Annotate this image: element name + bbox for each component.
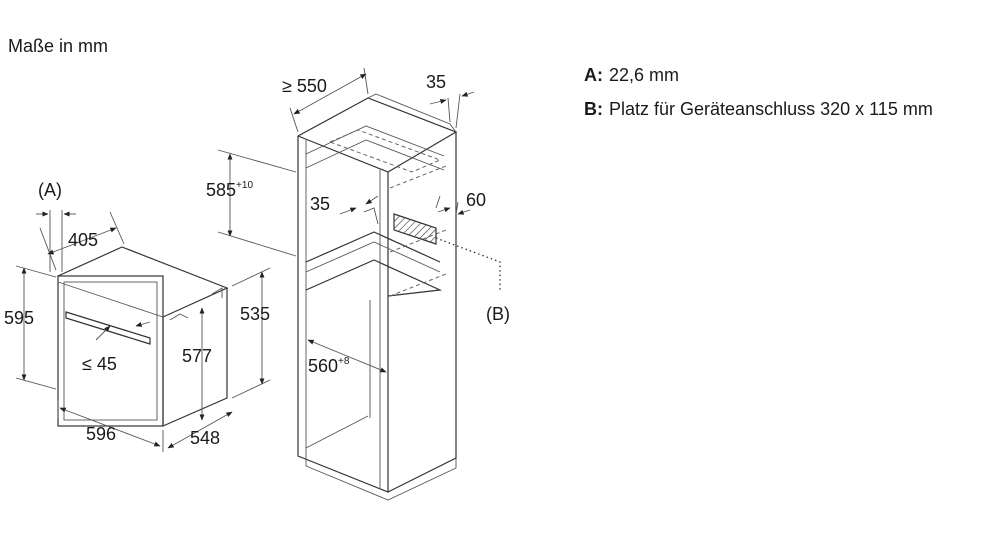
dim-585-tolerance: +10: [236, 180, 253, 191]
cabinet-top: [297, 97, 458, 173]
legend-item-a: A: 22,6 mm: [584, 64, 964, 86]
dim-60: 60: [466, 190, 486, 210]
cabinet-front-left: [297, 135, 389, 493]
oven-front: [57, 275, 164, 427]
dim-548: 548: [190, 428, 220, 448]
oven-door: [63, 281, 158, 421]
dim-585: 585+10: [206, 180, 253, 200]
dim-550: ≥ 550: [282, 76, 327, 96]
cabinet-drawing: [297, 93, 458, 501]
legend-item-b: B: Platz für Geräteanschluss 320 x 115 m…: [584, 98, 964, 120]
dim-596: 596: [86, 424, 116, 444]
dim-handle-45: ≤ 45: [82, 354, 117, 374]
legend-text-a: 22,6 mm: [609, 65, 680, 85]
dim-535: 535: [240, 304, 270, 324]
dim-595: 595: [4, 308, 34, 328]
label-b: (B): [486, 304, 510, 324]
dim-405: 405: [68, 230, 98, 250]
oven-top: [57, 246, 229, 318]
oven-handle: [65, 311, 151, 345]
cabinet-dimensions: ≥ 550 35 585+10 35 60 560+8 (B): [206, 67, 510, 376]
cabinet-side: [387, 132, 457, 493]
dim-35-mid: 35: [310, 194, 330, 214]
legend: A: 22,6 mm B: Platz für Geräteanschluss …: [584, 64, 964, 132]
legend-text-b: Platz für Geräteanschluss 320 x 115 mm: [609, 99, 933, 119]
caption-units: Maße in mm: [8, 36, 109, 56]
dim-560-value: 560: [308, 356, 338, 376]
oven-dimensions: (A) 405 595 ≤ 45 577 535 596 548: [4, 180, 271, 452]
dim-560-tolerance: +8: [338, 356, 350, 367]
dim-560: 560+8: [308, 356, 350, 376]
oven-drawing: [57, 246, 229, 427]
dim-577: 577: [182, 346, 212, 366]
legend-key-b: B:: [584, 99, 603, 119]
dim-585-value: 585: [206, 180, 236, 200]
dim-35-top: 35: [426, 72, 446, 92]
connection-area: [393, 213, 437, 245]
label-a: (A): [38, 180, 62, 200]
legend-key-a: A:: [584, 65, 603, 85]
